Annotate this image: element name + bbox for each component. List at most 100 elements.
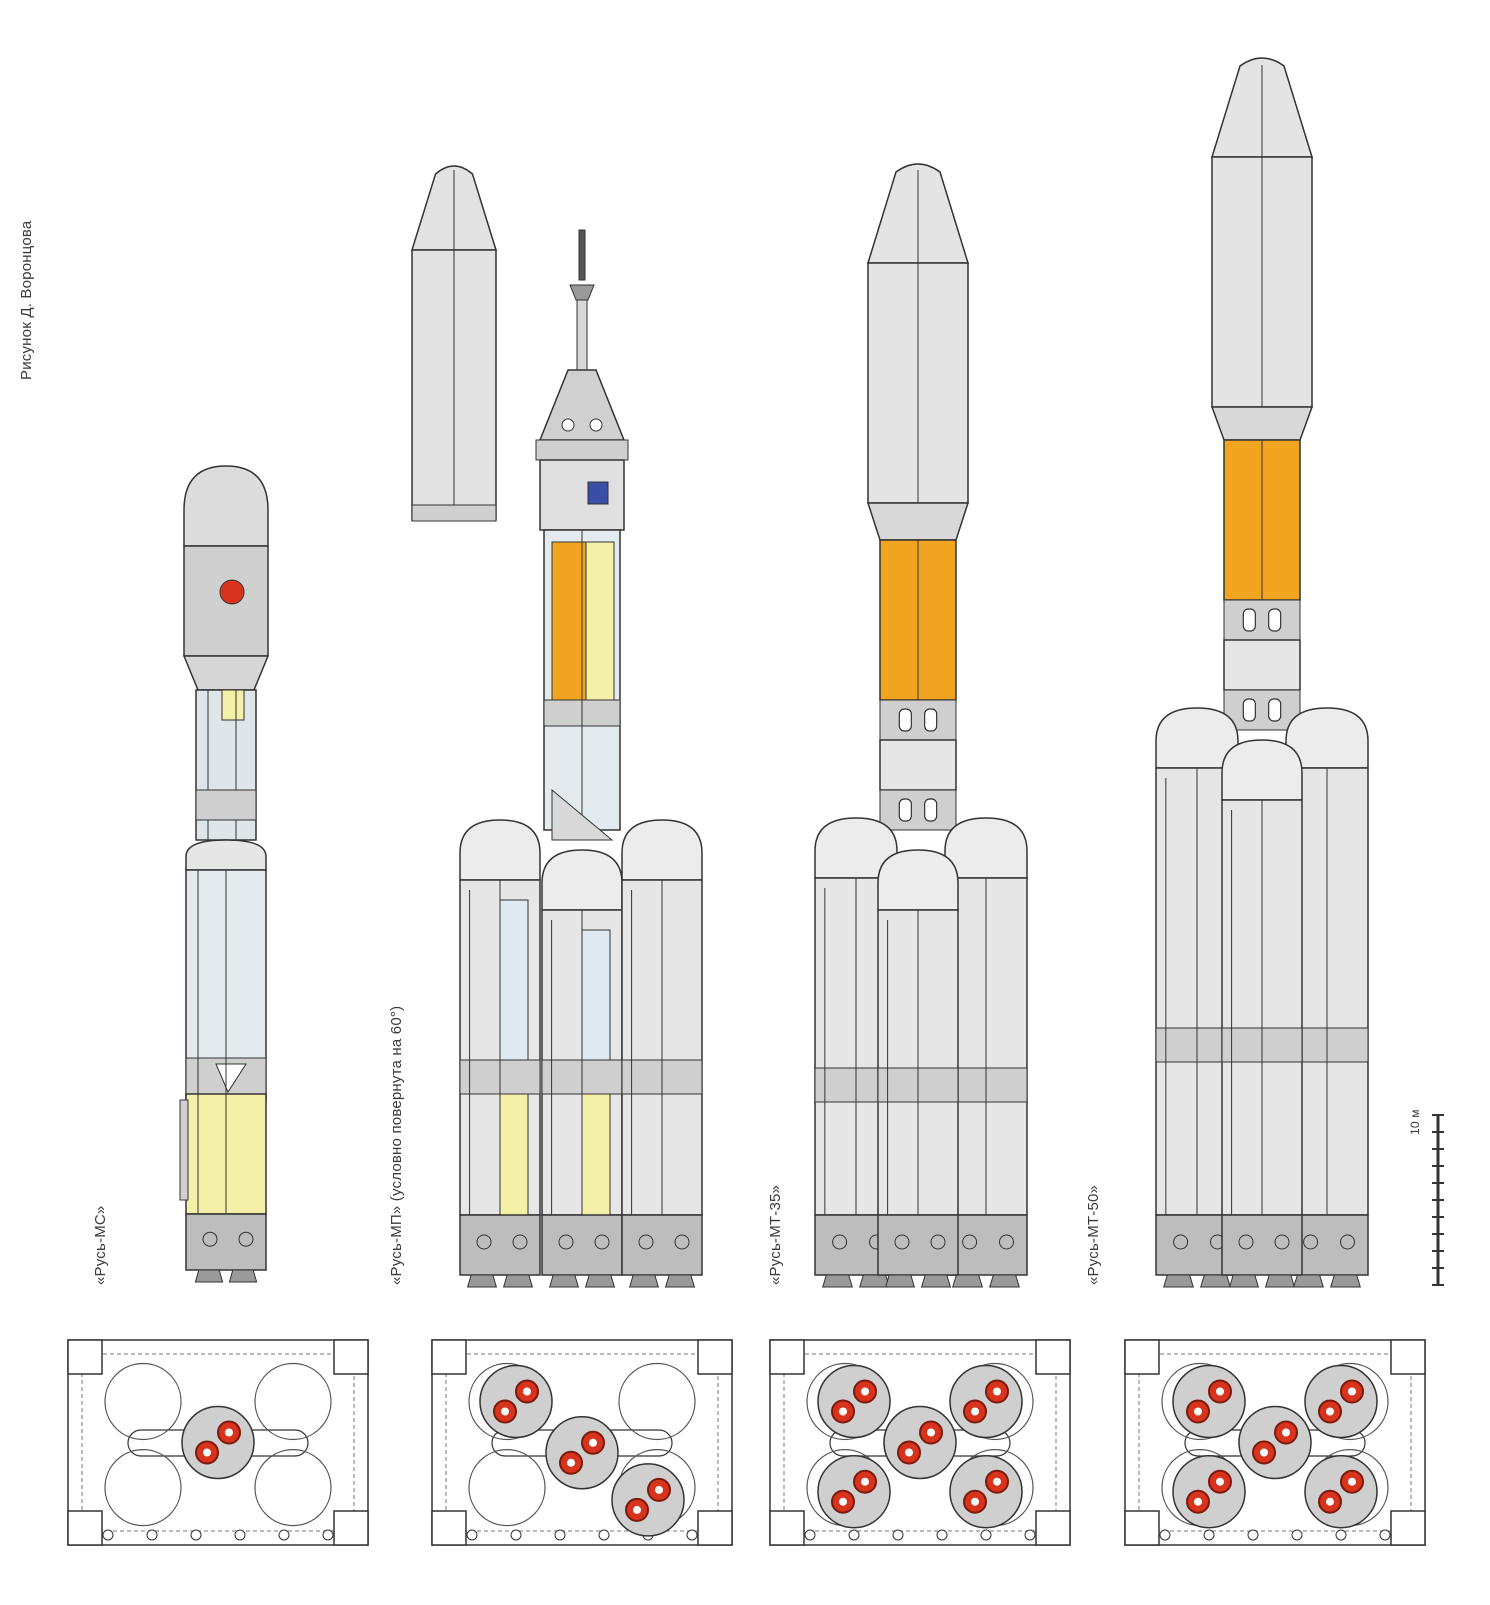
pad-bolt bbox=[686, 1529, 698, 1541]
nozzle-throat bbox=[839, 1497, 847, 1506]
skirt-hatch bbox=[1340, 1234, 1355, 1250]
service-module-panel bbox=[587, 481, 609, 505]
interstage-port bbox=[1268, 608, 1282, 632]
pad-bolt bbox=[1247, 1529, 1259, 1541]
skirt-hatch bbox=[1238, 1234, 1254, 1250]
nozzle-throat bbox=[1216, 1387, 1224, 1396]
nozzle-throat bbox=[1348, 1477, 1356, 1486]
fairing-boattail bbox=[866, 502, 970, 541]
interstage-port bbox=[1268, 698, 1282, 722]
skirt-hatch bbox=[238, 1231, 254, 1247]
interstage-band bbox=[195, 789, 257, 821]
engine-nozzle bbox=[502, 1274, 534, 1288]
skirt-hatch bbox=[594, 1234, 610, 1250]
module-footprint bbox=[1304, 1454, 1378, 1529]
crew-capsule bbox=[538, 369, 626, 441]
pad-bolt bbox=[146, 1529, 158, 1541]
pad-plan-mt50 bbox=[1124, 1339, 1426, 1546]
pad-mount-ring bbox=[618, 1362, 696, 1441]
band-ring bbox=[1223, 689, 1301, 731]
oxidizer-cutaway bbox=[499, 899, 529, 1071]
skirt-hatch bbox=[894, 1234, 910, 1250]
engine-skirt bbox=[541, 1214, 623, 1276]
engine-nozzle bbox=[822, 1274, 853, 1288]
nozzle-throat bbox=[225, 1428, 233, 1437]
booster-nose bbox=[1221, 739, 1303, 801]
nozzle-throat bbox=[523, 1387, 531, 1396]
pad-corner-block bbox=[431, 1510, 467, 1546]
rocket-rus-mp bbox=[410, 165, 703, 1288]
engine-skirt bbox=[621, 1214, 703, 1276]
fairing-boattail bbox=[1210, 406, 1314, 441]
fairing-base-ring bbox=[411, 504, 497, 522]
engine-skirt bbox=[459, 1214, 541, 1276]
pad-bolt bbox=[1159, 1529, 1171, 1541]
module-footprint bbox=[181, 1405, 255, 1480]
variant-label-ms: «Русь-МС» bbox=[92, 1205, 109, 1285]
nozzle-throat bbox=[589, 1438, 597, 1447]
variant-name-mp: «Русь-МП» bbox=[388, 1205, 405, 1285]
variant-note-mp: (условно повернута на 60°) bbox=[388, 1005, 405, 1202]
engine-nozzle bbox=[920, 1274, 952, 1288]
pad-mount-ring bbox=[468, 1448, 546, 1527]
credit-label: Рисунок Д. Воронцова bbox=[18, 220, 35, 380]
upper-stage-propellant-tank bbox=[551, 541, 587, 703]
pad-corner-block bbox=[431, 1339, 467, 1375]
rocket-rus-ms bbox=[179, 465, 270, 1283]
variant-label-mt50: «Русь-МТ-50» bbox=[1085, 1184, 1102, 1285]
nozzle-throat bbox=[567, 1458, 575, 1467]
pad-bolt bbox=[1291, 1529, 1303, 1541]
interstage-port bbox=[898, 798, 912, 822]
rocket-rus-mt35 bbox=[814, 163, 1028, 1288]
nozzle-throat bbox=[1216, 1477, 1224, 1486]
module-footprint bbox=[949, 1364, 1023, 1439]
engine-nozzle bbox=[1163, 1274, 1194, 1288]
pad-bolt bbox=[554, 1529, 566, 1541]
pad-corner-block bbox=[67, 1339, 103, 1375]
interstage-port bbox=[1242, 608, 1256, 632]
tank-bulkhead bbox=[215, 1063, 247, 1094]
skirt-hatch bbox=[1173, 1234, 1189, 1250]
nozzle-throat bbox=[633, 1505, 641, 1514]
module-footprint bbox=[479, 1364, 553, 1439]
variant-label-mt35: «Русь-МТ-35» bbox=[767, 1184, 784, 1285]
pad-corner-block bbox=[1124, 1510, 1160, 1546]
module-footprint bbox=[545, 1416, 619, 1490]
engine-nozzle bbox=[989, 1274, 1020, 1288]
skirt-hatch bbox=[1274, 1234, 1290, 1250]
nozzle-throat bbox=[501, 1407, 509, 1416]
interstage-port bbox=[924, 708, 938, 732]
pad-corner-block bbox=[697, 1339, 733, 1375]
engine-nozzle bbox=[548, 1274, 580, 1288]
capsule-window bbox=[561, 418, 575, 432]
module-footprint bbox=[949, 1454, 1023, 1529]
engine-nozzle bbox=[884, 1274, 916, 1288]
variant-label-mp: «Русь-МП» (условно повернута на 60°) bbox=[388, 1006, 405, 1285]
core-module bbox=[877, 849, 959, 1288]
booster-nose bbox=[459, 819, 541, 881]
pad-bolt bbox=[804, 1529, 816, 1541]
pad-bolt bbox=[278, 1529, 290, 1541]
fuel-cutaway bbox=[499, 1079, 529, 1216]
nozzle-throat bbox=[203, 1448, 211, 1457]
pad-plan-mt35 bbox=[769, 1339, 1071, 1546]
scale-bar bbox=[1432, 1114, 1444, 1286]
engine-nozzle bbox=[194, 1269, 224, 1283]
module-footprint bbox=[817, 1454, 891, 1529]
engine-skirt bbox=[877, 1214, 959, 1276]
upper-stage-fuel bbox=[221, 689, 245, 721]
nozzle-throat bbox=[927, 1428, 935, 1437]
pad-plan-ms bbox=[67, 1339, 369, 1546]
interstage-cone bbox=[551, 788, 614, 841]
pad-plan-mp bbox=[431, 1339, 733, 1546]
pad-corner-block bbox=[769, 1510, 805, 1546]
engine-nozzle bbox=[952, 1274, 983, 1288]
upper-stage-fuel-tank bbox=[585, 541, 615, 703]
skirt-hatch bbox=[832, 1234, 848, 1250]
band-ring bbox=[1223, 599, 1301, 641]
booster-nose bbox=[944, 817, 1028, 879]
pad-bolt bbox=[102, 1529, 114, 1541]
escape-motor-nozzles bbox=[569, 284, 595, 301]
skirt-hatch bbox=[638, 1234, 654, 1250]
pad-inner-outline bbox=[81, 1353, 355, 1532]
